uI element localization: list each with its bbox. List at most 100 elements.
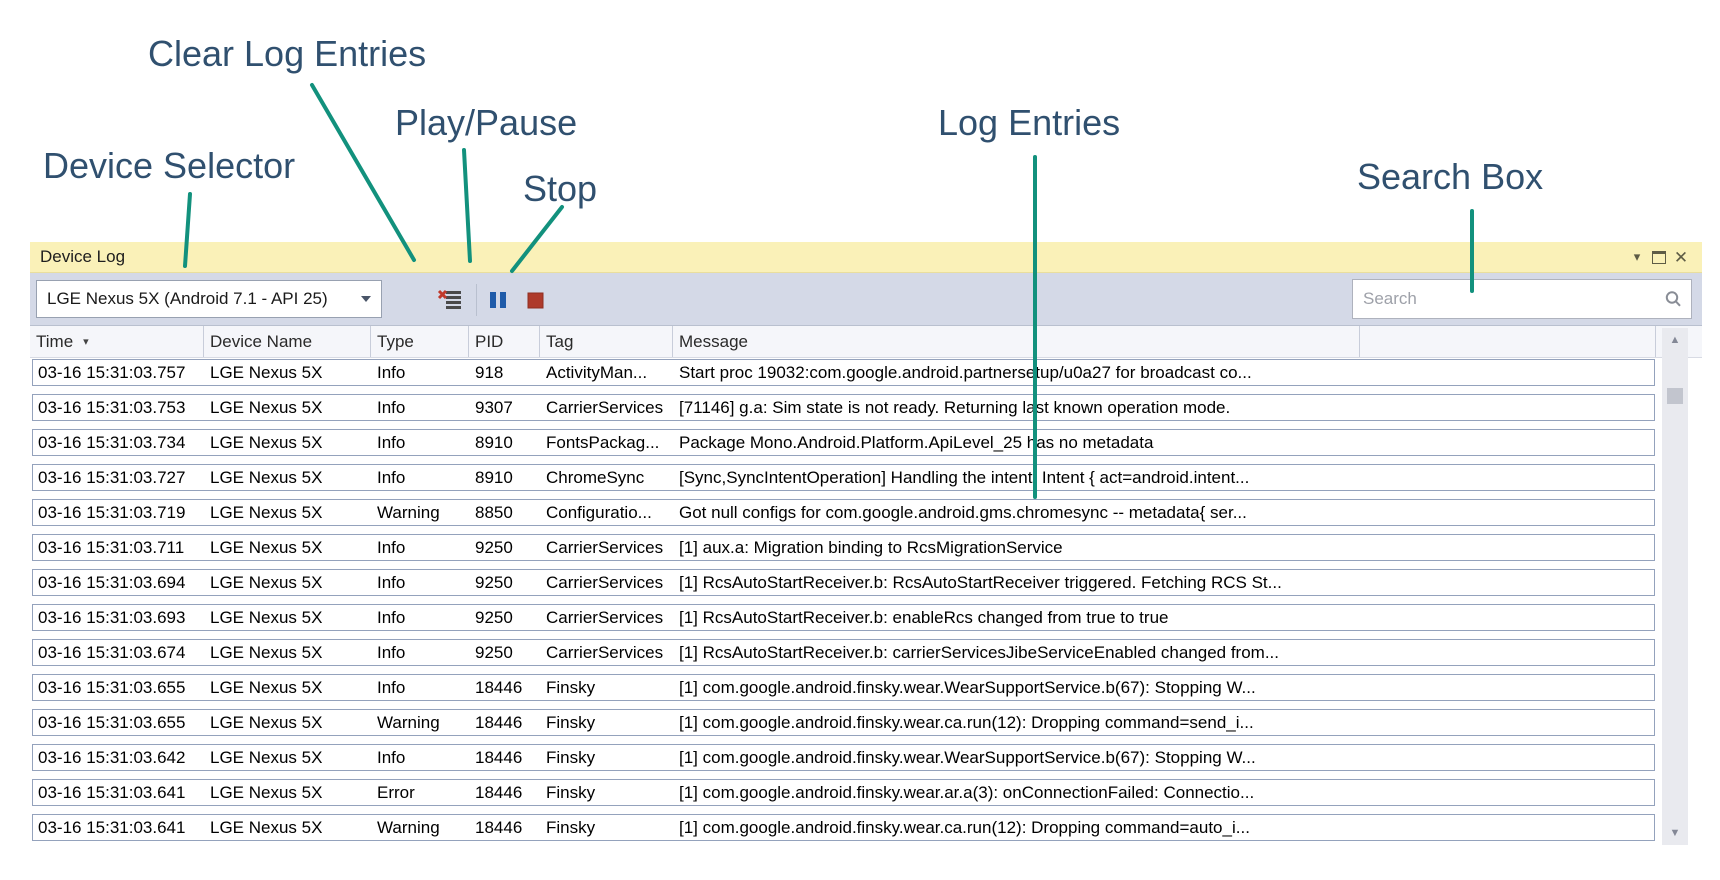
log-row[interactable]: 03-16 15:31:03.757 LGE Nexus 5X Info 918 Act… [32, 359, 1655, 386]
annotation-log-entries: Log Entries [938, 102, 1121, 143]
cell-pid: 8910 [475, 467, 513, 487]
cell-message: [1] com.google.android.finsky.wear.WearS… [679, 677, 1256, 697]
cell-device: LGE Nexus 5X [210, 537, 323, 557]
play-pause-button[interactable] [484, 286, 512, 314]
window-float-icon[interactable] [1648, 246, 1670, 268]
cell-pid: 918 [475, 362, 504, 382]
cell-device: LGE Nexus 5X [210, 817, 323, 837]
chevron-down-icon [361, 296, 371, 302]
cell-device: LGE Nexus 5X [210, 502, 323, 522]
float-glyph [1652, 250, 1666, 264]
cell-message: Got null configs for com.google.android.… [679, 502, 1247, 522]
cell-type: Info [377, 607, 406, 627]
search-box [1352, 279, 1692, 319]
cell-pid: 9250 [475, 607, 513, 627]
cell-type: Warning [377, 502, 440, 522]
log-table-header: Time ▾ Device Name Type PID Tag Message [30, 326, 1702, 358]
cell-tag: ActivityMan... [546, 362, 648, 382]
vertical-scrollbar[interactable]: ▲ ▼ [1662, 328, 1688, 845]
cell-type: Error [377, 782, 415, 802]
search-input[interactable] [1353, 289, 1660, 309]
cell-tag: CarrierServices [546, 642, 664, 662]
cell-tag: Finsky [546, 712, 596, 732]
cell-tag: Finsky [546, 677, 596, 697]
cell-message: [1] com.google.android.finsky.wear.ca.ru… [679, 817, 1250, 837]
device-selector-dropdown[interactable]: LGE Nexus 5X (Android 7.1 - API 25) [36, 280, 382, 318]
cell-device: LGE Nexus 5X [210, 712, 323, 732]
cell-tag: FontsPackag... [546, 432, 660, 452]
scroll-up-icon[interactable]: ▲ [1669, 334, 1681, 346]
device-log-pane: Device Log ▾ ✕ LGE Nexus 5X (Android 7.1… [30, 242, 1702, 845]
window-menu-caret-icon[interactable]: ▾ [1633, 249, 1641, 264]
cell-message: [1] com.google.android.finsky.wear.ca.ru… [679, 712, 1254, 732]
cell-message: [Sync,SyncIntentOperation] Handling the … [679, 467, 1250, 487]
stop-button[interactable] [521, 286, 549, 314]
cell-message: [1] RcsAutoStartReceiver.b: carrierServi… [679, 642, 1279, 662]
cell-time: 03-16 15:31:03.655 [38, 677, 186, 697]
scrollbar-thumb[interactable] [1667, 388, 1683, 404]
annotation-search-box: Search Box [1357, 156, 1544, 197]
cell-tag: CarrierServices [546, 537, 664, 557]
column-header-tag[interactable]: Tag [540, 326, 673, 357]
clear-log-entries-button[interactable] [436, 286, 464, 314]
cell-pid: 9250 [475, 642, 513, 662]
cell-message: [71146] g.a: Sim state is not ready. Ret… [679, 397, 1231, 417]
scroll-down-icon[interactable]: ▼ [1669, 827, 1681, 839]
cell-pid: 18446 [475, 817, 523, 837]
cell-device: LGE Nexus 5X [210, 362, 323, 382]
window-close-icon[interactable]: ✕ [1673, 247, 1689, 267]
cell-device: LGE Nexus 5X [210, 747, 323, 767]
column-header-device-name[interactable]: Device Name [204, 326, 371, 357]
device-selector-value: LGE Nexus 5X (Android 7.1 - API 25) [47, 289, 328, 308]
pause-icon [490, 292, 506, 308]
pane-title: Device Log [40, 247, 126, 266]
cell-message: Start proc 19032:com.google.android.part… [679, 362, 1252, 382]
cell-time: 03-16 15:31:03.734 [38, 432, 186, 452]
clear-log-icon [437, 289, 461, 309]
cell-type: Info [377, 677, 406, 697]
cell-message: [1] com.google.android.finsky.wear.ar.a(… [679, 782, 1255, 802]
annotation-stop: Stop [523, 168, 598, 209]
toolbar-separator [476, 284, 477, 316]
cell-time: 03-16 15:31:03.693 [38, 607, 186, 627]
cell-message: [1] com.google.android.finsky.wear.WearS… [679, 747, 1256, 767]
annotation-device-selector: Device Selector [43, 145, 296, 186]
column-header-type[interactable]: Type [371, 326, 469, 357]
cell-type: Info [377, 747, 406, 767]
cell-type: Info [377, 362, 406, 382]
annotation-play-pause: Play/Pause [395, 102, 578, 143]
cell-type: Warning [377, 712, 440, 732]
column-header-time[interactable]: Time ▾ [30, 326, 204, 357]
pane-toolbar: LGE Nexus 5X (Android 7.1 - API 25) [30, 273, 1702, 326]
cell-pid: 8850 [475, 502, 513, 522]
cell-time: 03-16 15:31:03.655 [38, 712, 186, 732]
cell-time: 03-16 15:31:03.727 [38, 467, 186, 487]
cell-pid: 18446 [475, 677, 523, 697]
column-header-pid[interactable]: PID [469, 326, 540, 357]
column-header-blank [1360, 326, 1656, 357]
magnifier-icon [1665, 291, 1681, 307]
cell-type: Info [377, 642, 406, 662]
cell-pid: 9250 [475, 572, 513, 592]
cell-device: LGE Nexus 5X [210, 572, 323, 592]
column-header-message[interactable]: Message [673, 326, 1360, 357]
cell-type: Info [377, 537, 406, 557]
cell-device: LGE Nexus 5X [210, 467, 323, 487]
cell-tag: Configuratio... [546, 502, 652, 522]
cell-time: 03-16 15:31:03.757 [38, 362, 186, 382]
cell-time: 03-16 15:31:03.674 [38, 642, 186, 662]
